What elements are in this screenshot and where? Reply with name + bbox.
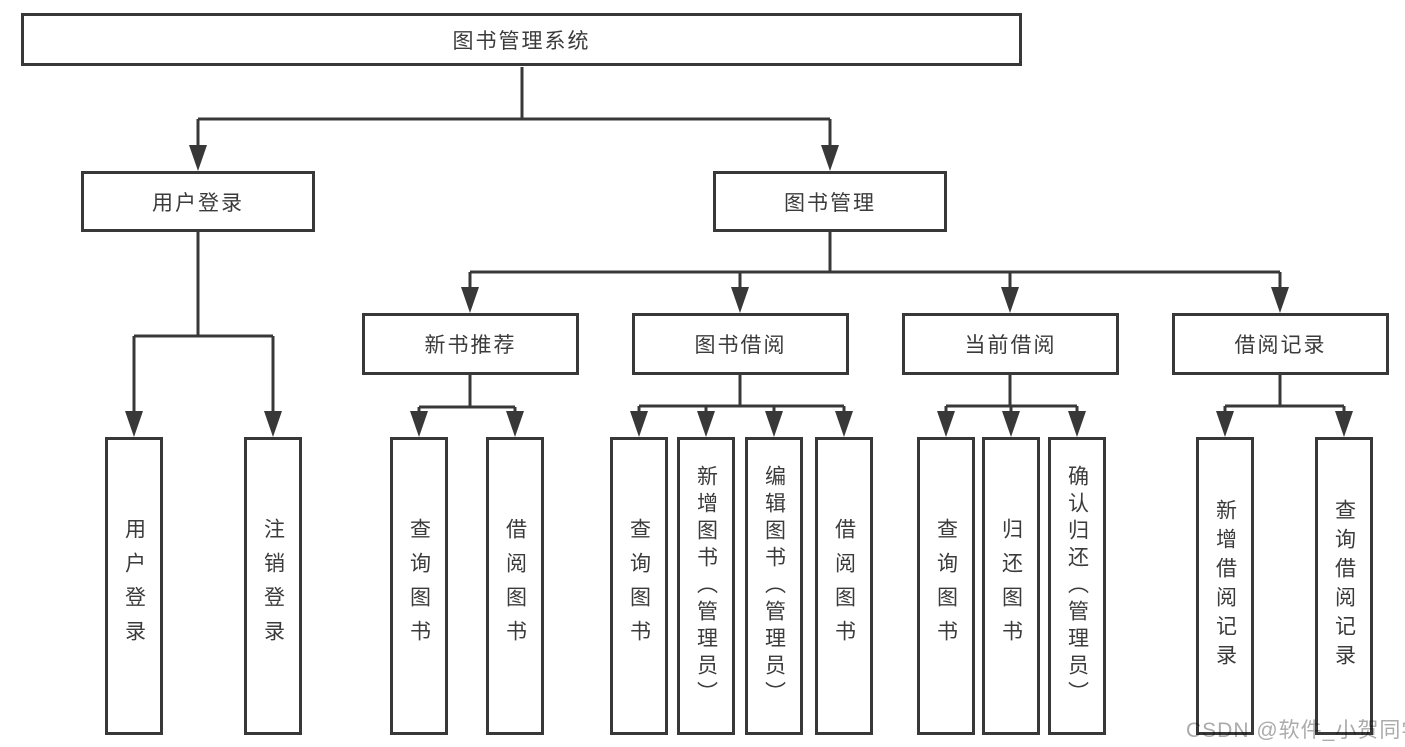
node-user-login-label: 用户登录 <box>152 191 244 215</box>
leaf-records-add-record-label: 新增借阅记录 <box>1213 499 1237 673</box>
node-root: 图书管理系统 <box>21 13 1022 66</box>
arrowheads <box>125 145 1353 437</box>
leaf-recommend-borrow-book: 借阅图书 <box>486 437 544 735</box>
leaf-recommend-borrow-book-label: 借阅图书 <box>503 518 527 654</box>
leaf-current-confirm-return-admin-label: 确认归还（管理员） <box>1065 464 1089 708</box>
leaf-current-query-book-label: 查询图书 <box>934 518 958 654</box>
node-new-book-recommend: 新书推荐 <box>362 313 579 375</box>
leaf-borrow-edit-book-admin-label: 编辑图书（管理员） <box>762 464 786 708</box>
leaf-records-query-record-label: 查询借阅记录 <box>1332 499 1356 673</box>
leaf-borrow-query-book: 查询图书 <box>610 437 668 735</box>
node-borrow-records-label: 借阅记录 <box>1234 334 1327 357</box>
leaf-current-return-book-label: 归还图书 <box>999 518 1023 654</box>
leaf-borrow-add-book-admin: 新增图书（管理员） <box>677 437 735 735</box>
leaf-borrow-edit-book-admin: 编辑图书（管理员） <box>745 437 803 735</box>
leaf-current-query-book: 查询图书 <box>917 437 975 735</box>
node-book-borrow-label: 图书借阅 <box>694 334 787 357</box>
node-borrow-records: 借阅记录 <box>1172 313 1389 375</box>
node-book-borrow: 图书借阅 <box>632 313 849 375</box>
leaf-user-login: 用户登录 <box>105 437 163 735</box>
leaf-borrow-borrow-book: 借阅图书 <box>815 437 873 735</box>
node-root-label: 图书管理系统 <box>452 29 591 53</box>
leaf-user-login-label: 用户登录 <box>122 518 146 654</box>
node-current-borrow: 当前借阅 <box>902 313 1119 375</box>
leaf-logout: 注销登录 <box>244 437 302 735</box>
node-new-book-recommend-label: 新书推荐 <box>424 334 517 357</box>
leaf-borrow-add-book-admin-label: 新增图书（管理员） <box>694 464 718 708</box>
leaf-current-return-book: 归还图书 <box>982 437 1040 735</box>
leaf-records-query-record: 查询借阅记录 <box>1315 437 1373 735</box>
leaf-recommend-query-book: 查询图书 <box>390 437 448 735</box>
node-current-borrow-label: 当前借阅 <box>964 334 1057 357</box>
leaf-borrow-query-book-label: 查询图书 <box>627 518 651 654</box>
node-book-management-label: 图书管理 <box>784 191 876 215</box>
leaf-recommend-query-book-label: 查询图书 <box>407 518 431 654</box>
leaf-borrow-borrow-book-label: 借阅图书 <box>832 518 856 654</box>
leaf-current-confirm-return-admin: 确认归还（管理员） <box>1048 437 1106 735</box>
node-book-management: 图书管理 <box>713 171 947 232</box>
csdn-watermark: CSDN @软件_小贺同学 <box>1186 719 1405 742</box>
leaf-records-add-record: 新增借阅记录 <box>1196 437 1254 735</box>
node-user-login: 用户登录 <box>81 171 315 232</box>
leaf-logout-label: 注销登录 <box>261 518 285 654</box>
